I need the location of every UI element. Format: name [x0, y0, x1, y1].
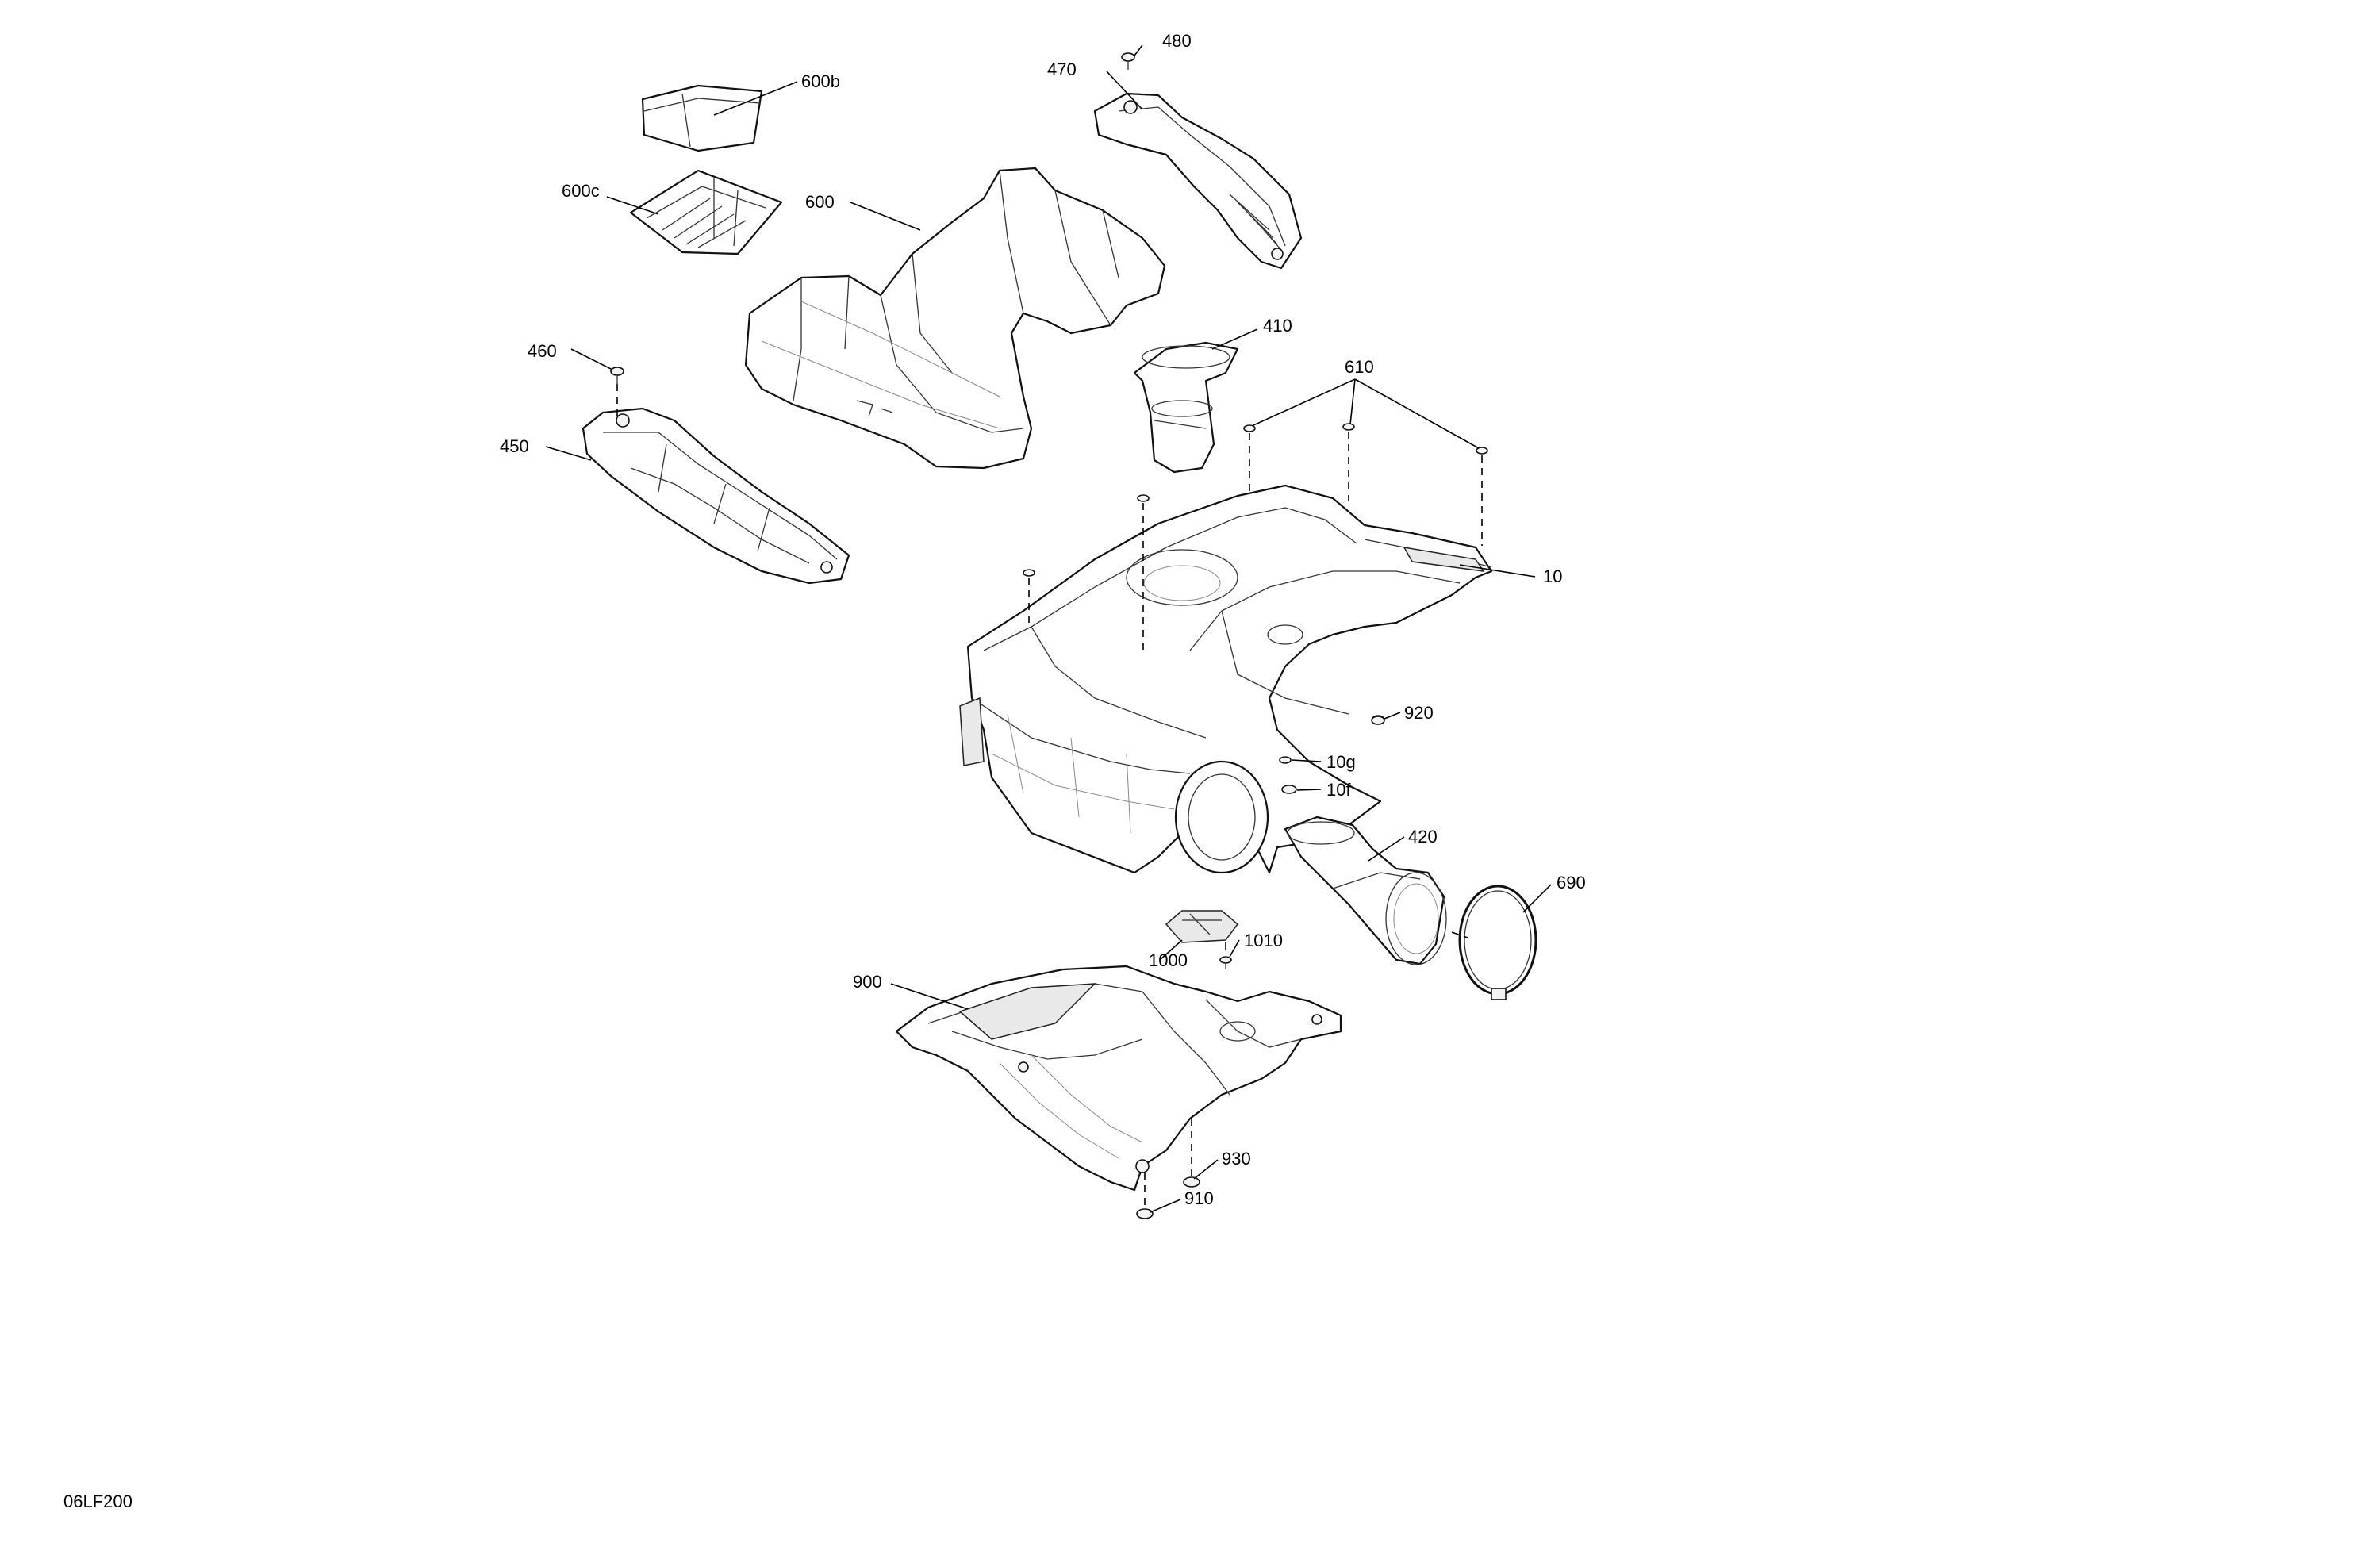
part-910 [1136, 1208, 1154, 1219]
callout-410: 410 [1263, 316, 1292, 336]
part-480 [1121, 52, 1135, 70]
callout-10g: 10g [1326, 752, 1356, 772]
callout-10: 10 [1543, 566, 1562, 586]
leader-lines [545, 44, 1552, 1213]
callout-690: 690 [1557, 873, 1586, 892]
part-690 [1458, 885, 1537, 1000]
callout-910: 910 [1184, 1188, 1214, 1208]
callout-labels: 600b 600c 600 470 480 410 610 460 450 10… [500, 31, 1586, 1208]
callout-610: 610 [1345, 357, 1374, 377]
callout-920: 920 [1404, 703, 1434, 723]
reference-code: 06LF200 [63, 1491, 132, 1511]
part-930 [1183, 1176, 1200, 1188]
callout-600b: 600b [801, 71, 840, 91]
fastener-screws [1023, 423, 1488, 794]
part-920 [1371, 716, 1385, 725]
callout-1010: 1010 [1244, 931, 1283, 950]
part-600 [744, 167, 1166, 470]
part-410 [1133, 341, 1239, 474]
part-460 [610, 367, 624, 384]
part-10 [959, 484, 1493, 874]
callout-460: 460 [528, 341, 557, 361]
part-900 [895, 965, 1342, 1192]
part-470 [1093, 92, 1303, 270]
part-600c [629, 169, 783, 255]
callout-470: 470 [1047, 59, 1077, 79]
callout-10f: 10f [1326, 780, 1351, 800]
callout-600: 600 [805, 192, 835, 212]
part-600b [641, 84, 763, 152]
part-420 [1284, 816, 1447, 965]
callout-480: 480 [1162, 31, 1192, 51]
part-1010 [1219, 956, 1232, 969]
callout-930: 930 [1222, 1149, 1251, 1169]
part-1000 [1165, 910, 1239, 943]
assembly-lines [616, 384, 1483, 1207]
callout-1000: 1000 [1149, 950, 1188, 970]
callout-900: 900 [853, 972, 882, 992]
callout-450: 450 [500, 436, 529, 456]
callout-420: 420 [1408, 827, 1438, 846]
callout-600c: 600c [562, 181, 600, 201]
part-450 [582, 407, 850, 585]
